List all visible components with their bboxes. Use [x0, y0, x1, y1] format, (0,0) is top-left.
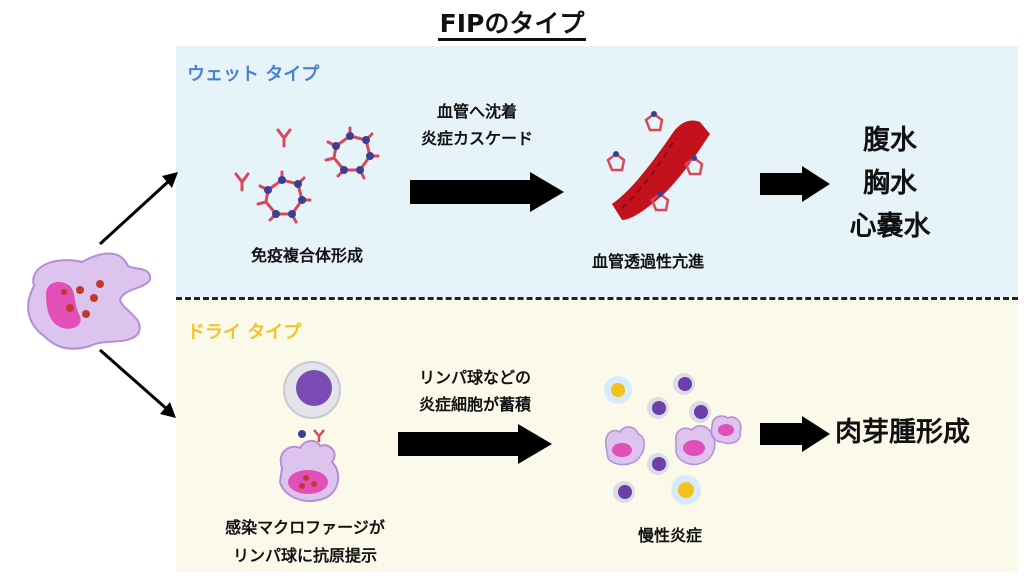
wet-step1-caption: 免疫複合体形成: [250, 246, 363, 265]
wet-arrow-caption-line1: 血管へ沈着: [436, 102, 517, 121]
wet-result-ascites: 腹水: [863, 125, 917, 156]
wet-arrow-caption-line2: 炎症カスケード: [420, 129, 533, 148]
antigen-presentation-icon: [278, 361, 341, 502]
dry-arrow-caption-line1: リンパ球などの: [418, 368, 531, 387]
immune-complex-icon: [234, 126, 380, 224]
blood-vessel-icon: [606, 111, 710, 220]
to-dry-arrow: [99, 348, 176, 418]
infected-macrophage-icon: [27, 252, 152, 350]
dry-result-arrow: [760, 416, 830, 452]
wet-process-arrow: [410, 172, 565, 212]
wet-result-pericardial: 心嚢水: [849, 211, 931, 242]
panel-divider: [176, 297, 1018, 300]
dry-step1-caption-line1: 感染マクロファージが: [225, 518, 385, 537]
inflammatory-cells-icon: [604, 373, 742, 505]
wet-step2-caption: 血管透過性亢進: [591, 252, 704, 271]
dry-type-label: ドライ タイプ: [187, 322, 302, 343]
wet-type-panel: [176, 46, 1018, 297]
dry-arrow-caption-line2: 炎症細胞が蓄積: [418, 395, 531, 414]
dry-step2-caption: 慢性炎症: [637, 526, 702, 545]
dry-type-panel: [176, 300, 1018, 572]
dry-result-granuloma: 肉芽腫形成: [835, 417, 970, 448]
dry-step1-caption-line2: リンパ球に抗原提示: [232, 546, 377, 565]
to-wet-arrow: [98, 172, 178, 246]
dry-process-arrow: [398, 424, 553, 464]
diagram-title: FIPのタイプ: [0, 4, 1024, 41]
wet-result-pleural: 胸水: [863, 168, 917, 199]
wet-type-label: ウェット タイプ: [187, 64, 320, 85]
wet-result-arrow: [760, 166, 830, 202]
